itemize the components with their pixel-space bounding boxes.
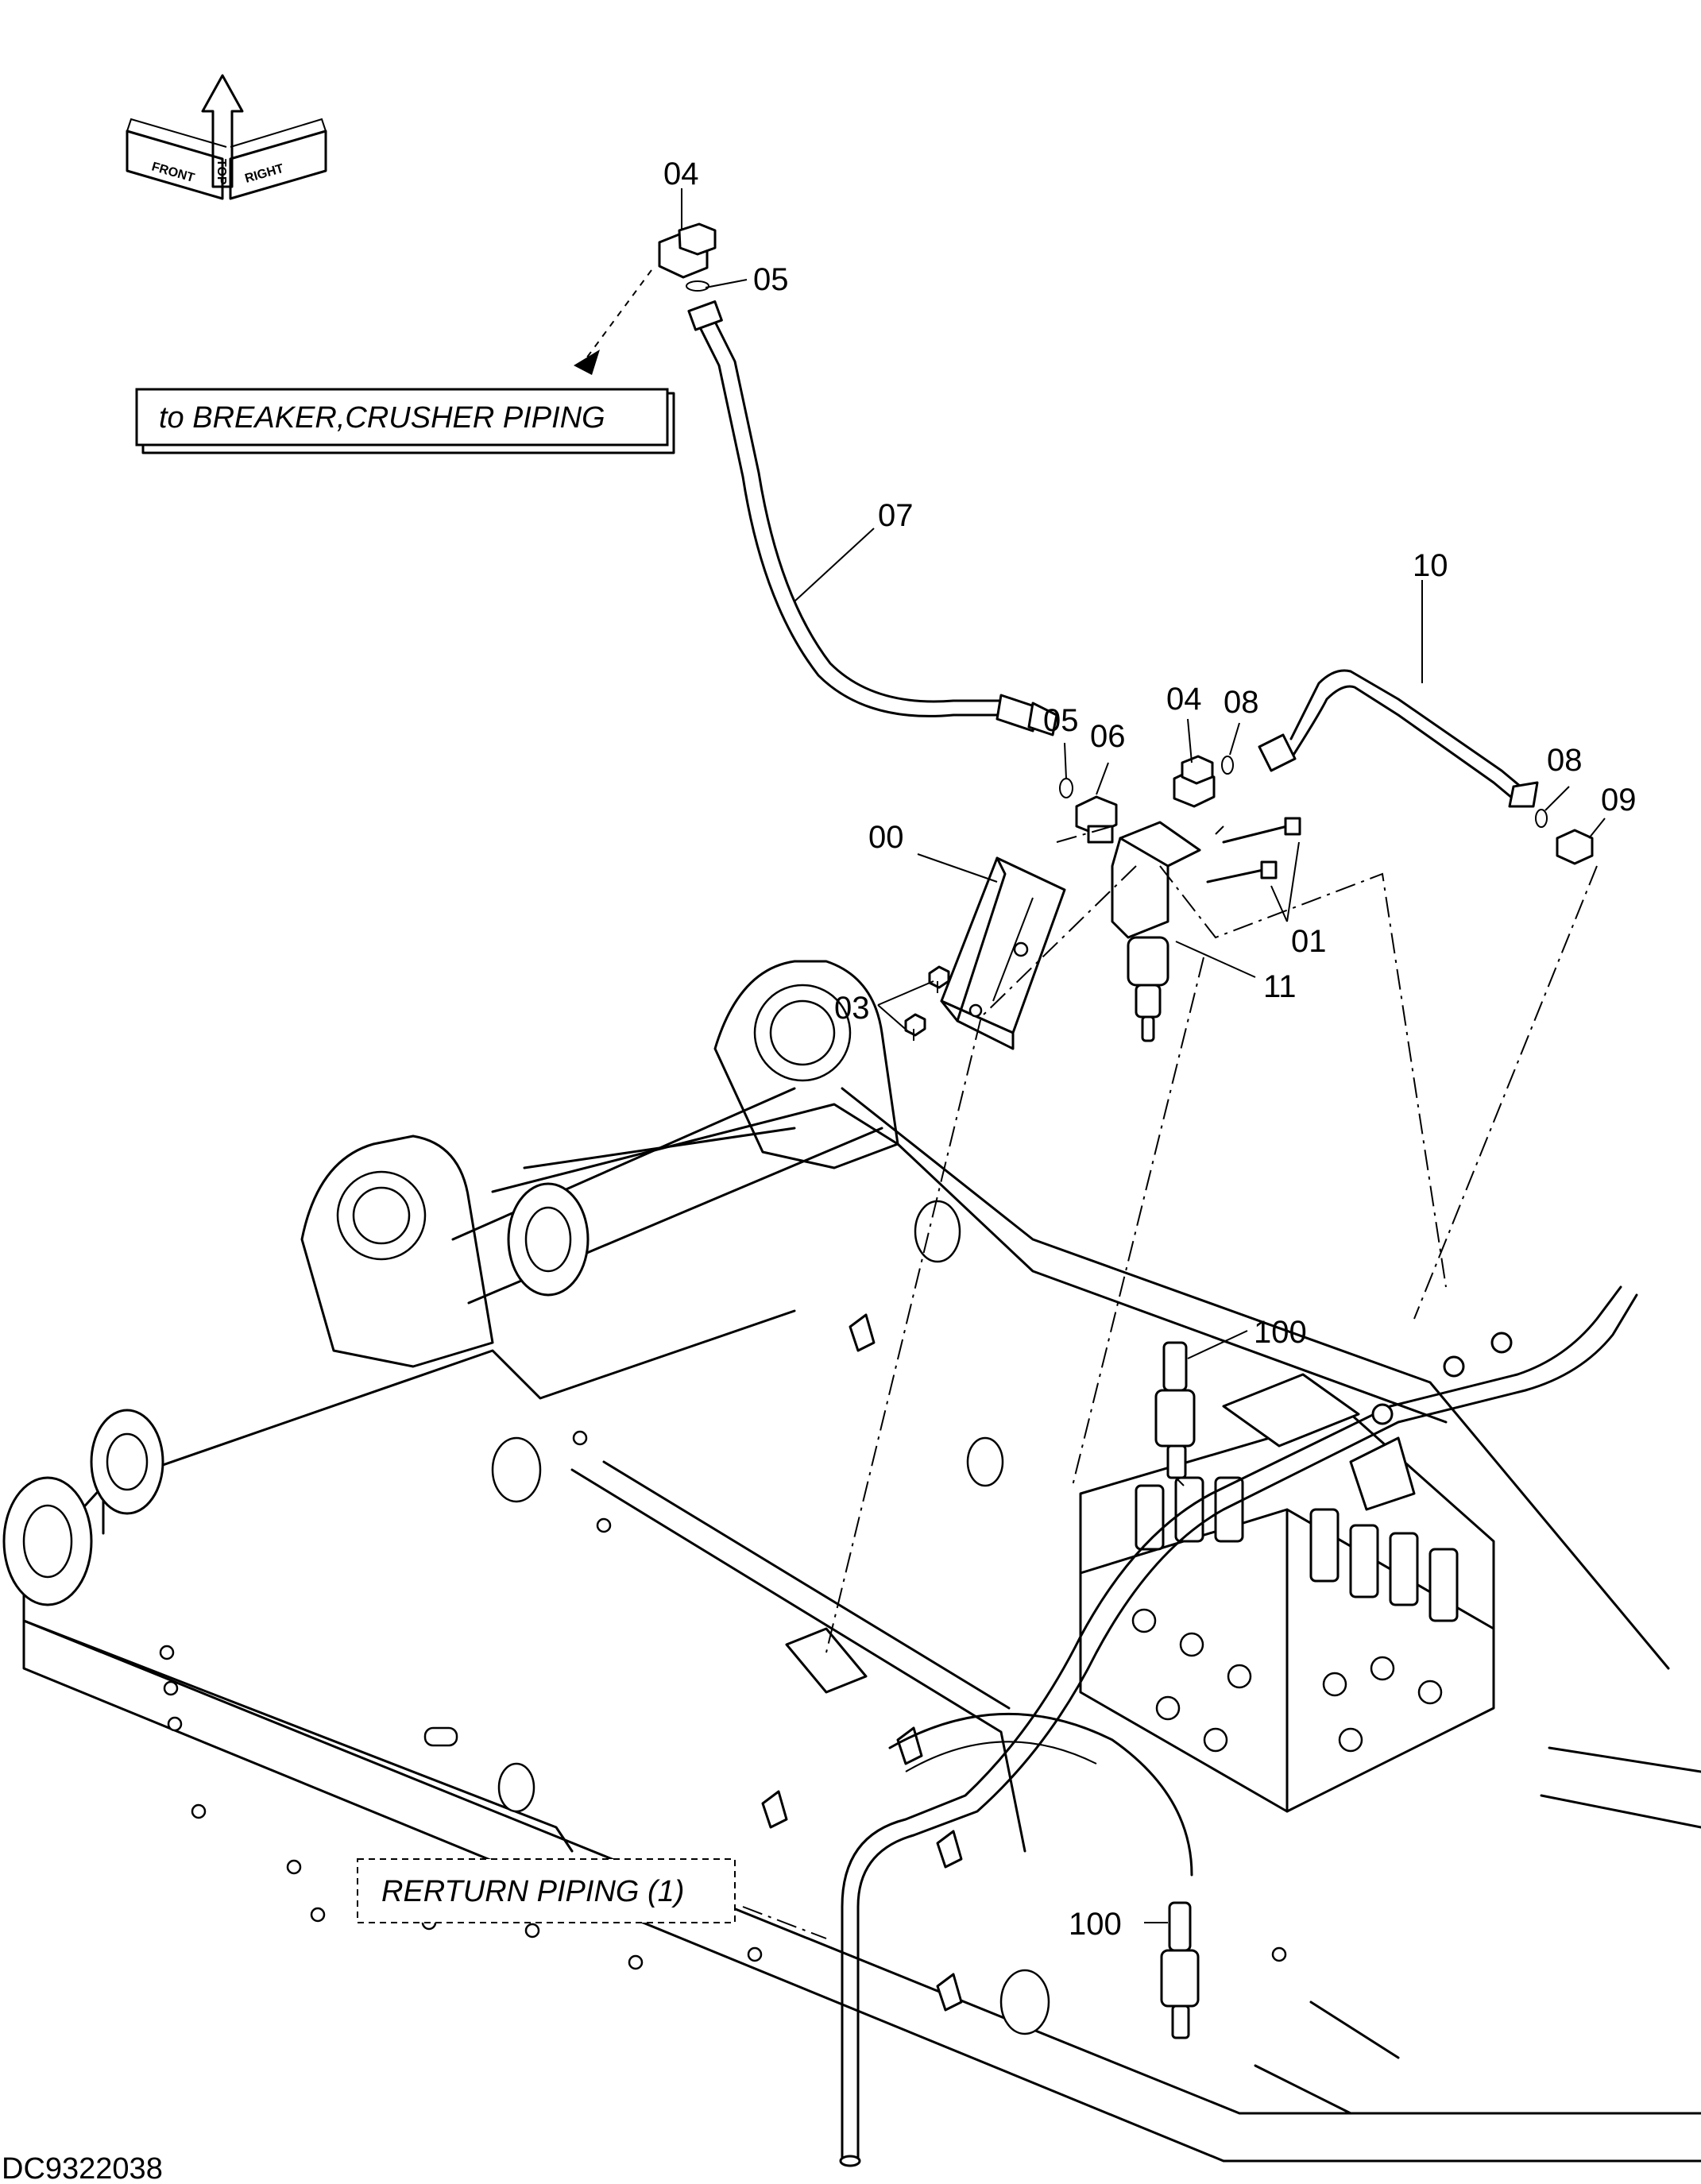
label-08-a: 08: [1224, 685, 1259, 720]
pressure-switch-100-upper: [1154, 1341, 1196, 1479]
pressure-switch-100-lower: [1160, 1901, 1200, 2039]
label-06: 06: [1090, 719, 1126, 754]
orient-right-label: RIGHT: [243, 162, 285, 186]
oring-05-top: [686, 280, 709, 292]
fittings-mid: [1059, 755, 1594, 865]
sensor-11: [1111, 821, 1201, 1042]
label-11: 11: [1263, 969, 1297, 1004]
label-08-b: 08: [1547, 743, 1583, 778]
label-10: 10: [1413, 548, 1448, 583]
bolts-01: [1206, 817, 1301, 883]
bracket-00: [940, 856, 1066, 1050]
label-07: 07: [878, 498, 914, 533]
elbow-04-top: [658, 222, 717, 279]
label-100-b: 100: [1069, 1907, 1122, 1942]
swing-frame-drawing: [2, 960, 1701, 2163]
label-00: 00: [868, 820, 904, 855]
control-valve: [1079, 1373, 1495, 1813]
hose-10: [1258, 669, 1539, 808]
label-05-top: 05: [753, 262, 789, 297]
document-code: DC9322038: [2, 2152, 163, 2184]
part-labels: 04 05 07 10 05 06 04 08 08 09 00 01 11 0…: [663, 157, 1637, 1942]
orient-front-label: FRONT: [150, 160, 196, 186]
orient-top-label: TOP: [215, 159, 228, 185]
label-04-mid: 04: [1166, 682, 1202, 717]
label-09: 09: [1601, 783, 1637, 818]
label-03: 03: [834, 991, 870, 1026]
callout-return-piping: RERTURN PIPING (1): [357, 1858, 736, 1923]
label-01: 01: [1291, 924, 1327, 959]
leader-lines: [574, 188, 1606, 1939]
hose-07: [687, 300, 1058, 736]
return-pipe: [839, 1285, 1638, 2167]
callout-breaker-text: to BREAKER,CRUSHER PIPING: [159, 401, 605, 435]
label-100-a: 100: [1254, 1315, 1307, 1350]
callout-return-text: RERTURN PIPING (1): [381, 1875, 684, 1908]
bolts-03: [904, 965, 950, 1041]
orientation-symbol: FRONT TOP RIGHT: [126, 74, 327, 200]
callout-breaker-piping: to BREAKER,CRUSHER PIPING: [135, 388, 675, 454]
label-05-mid: 05: [1043, 703, 1079, 738]
label-04-top: 04: [663, 157, 699, 191]
